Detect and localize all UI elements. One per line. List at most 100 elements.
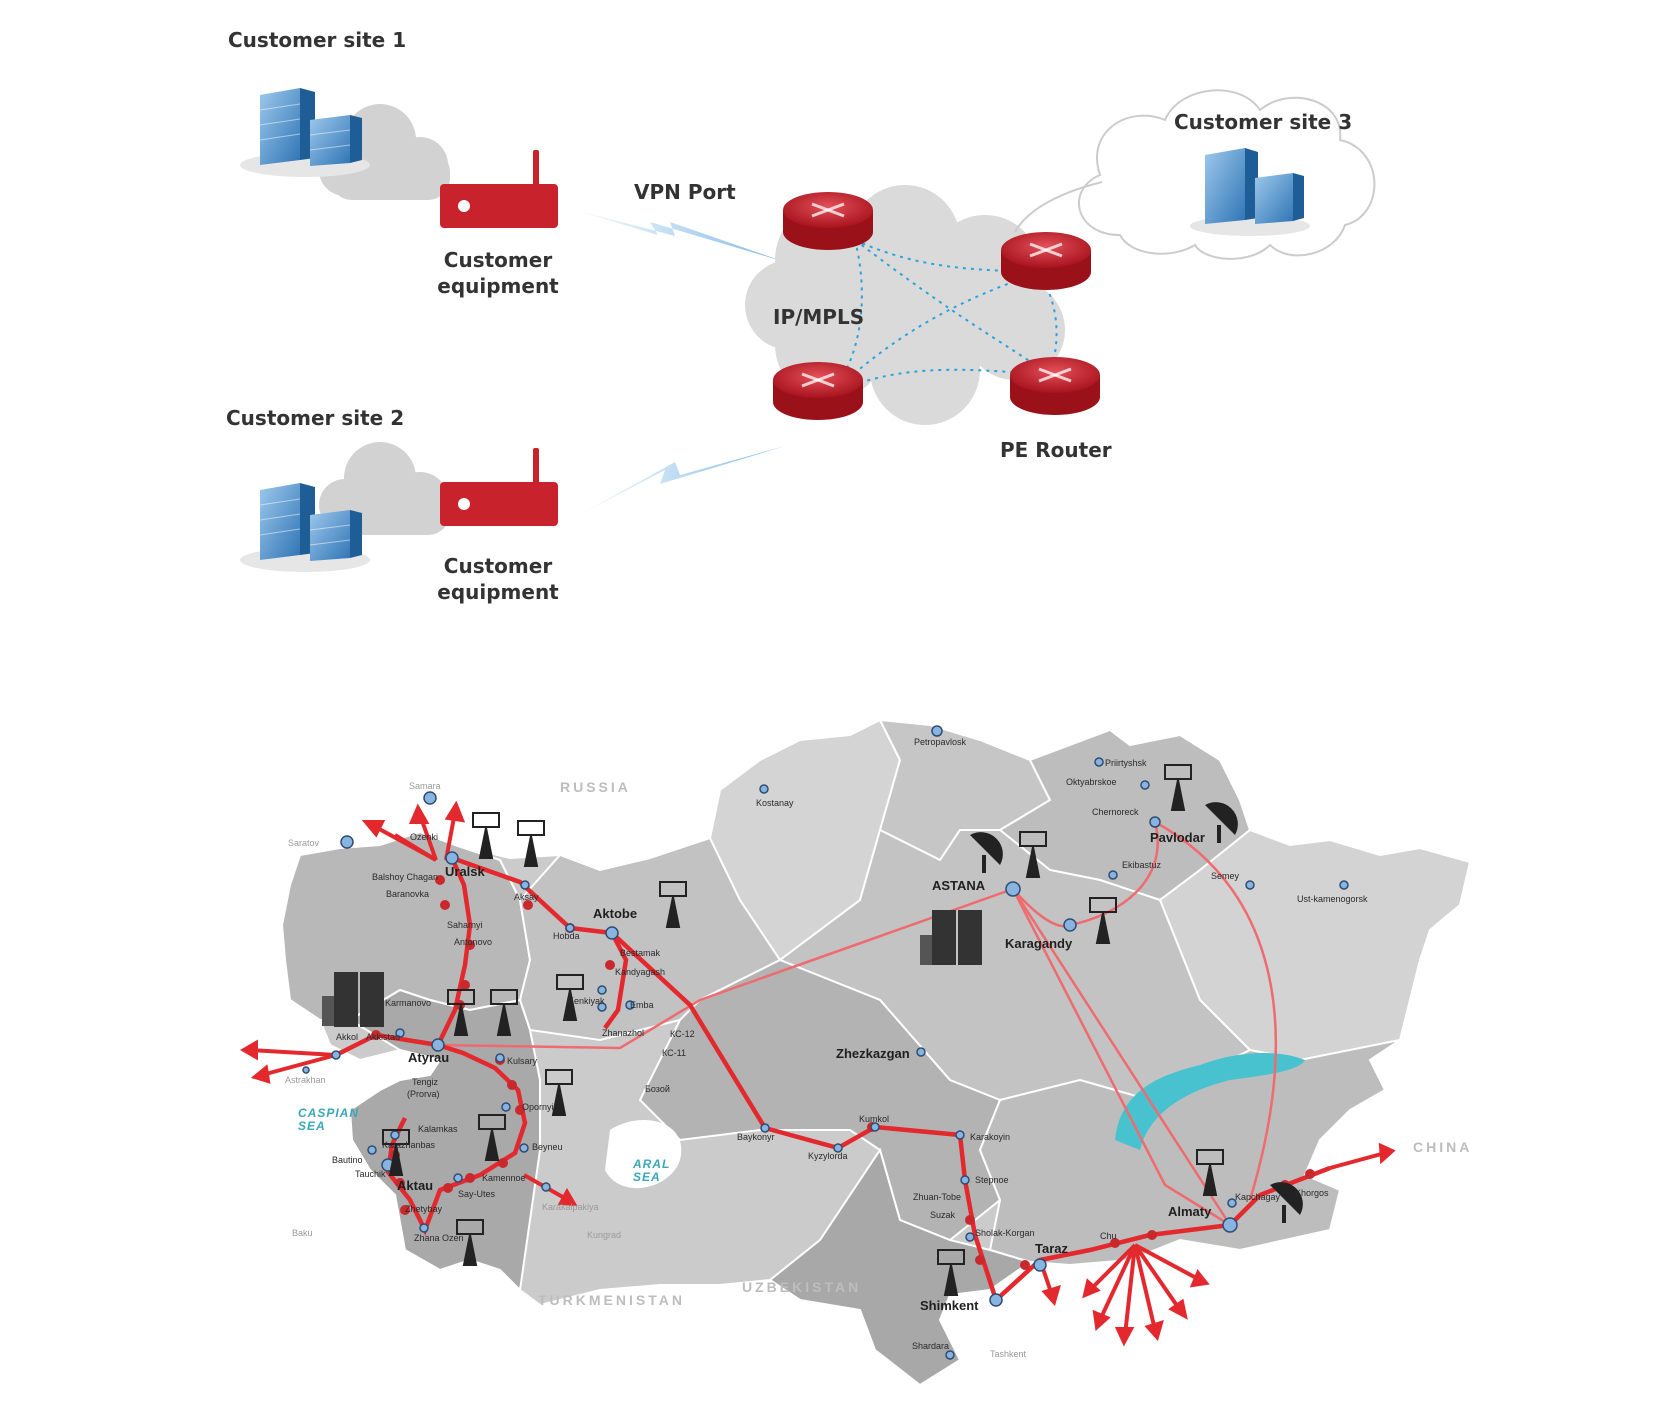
- server-rack-icon: [322, 910, 982, 1027]
- country-china: CHINA: [1413, 1139, 1472, 1155]
- city-antonovo: Antonovo: [454, 937, 492, 947]
- modem-icon: [440, 448, 558, 526]
- city-ekibastuz: Ekibastuz: [1122, 860, 1162, 870]
- city-baku: Baku: [292, 1228, 313, 1238]
- city-uralsk: Uralsk: [445, 864, 486, 879]
- modem-icon: [440, 150, 558, 228]
- city-sholak-korgan: Sholak-Korgan: [975, 1228, 1035, 1238]
- country-turkmenistan: TURKMENISTAN: [538, 1292, 685, 1308]
- sea-caspian-1: CASPIAN: [298, 1106, 359, 1120]
- city-zhuan-tobe: Zhuan-Tobe: [913, 1192, 961, 1202]
- customer-site-1-label: Customer site 1: [228, 28, 407, 52]
- city-kc11: КС-11: [662, 1048, 686, 1058]
- city-kumkol: Kumkol: [859, 1114, 889, 1124]
- city-samara: Samara: [409, 781, 441, 791]
- city-karagandy: Karagandy: [1005, 936, 1073, 951]
- city-tashkent: Tashkent: [990, 1349, 1027, 1359]
- city-astrakhan: Astrakhan: [285, 1075, 326, 1085]
- city-chernoreck: Chernoreck: [1092, 807, 1139, 817]
- router-icon: [1001, 232, 1091, 290]
- sea-aral-2: SEA: [633, 1170, 661, 1184]
- vpn-diagram-graphic: [240, 88, 1376, 572]
- aral-sea: [605, 1120, 682, 1189]
- customer-site-3-label: Customer site 3: [1174, 110, 1353, 134]
- customer-equipment-1-label: Customer equipment: [437, 248, 559, 298]
- city-kamennoe: Kamennoe: [482, 1173, 526, 1183]
- city-beyneu: Beyneu: [532, 1142, 563, 1152]
- city-aksay: Aksay: [514, 892, 539, 902]
- city-priirtyshsk: Priirtyshsk: [1105, 758, 1147, 768]
- city-kostanay: Kostanay: [756, 798, 794, 808]
- city-semey: Semey: [1211, 871, 1240, 881]
- city-kyzylorda: Kyzylorda: [808, 1151, 848, 1161]
- city-oktyabrskoe: Oktyabrskoe: [1066, 777, 1117, 787]
- city-khorgos: Khorgos: [1295, 1188, 1329, 1198]
- city-kandyagash: Kandyagash: [615, 967, 665, 977]
- city-saharnyi: Saharnyi: [447, 920, 483, 930]
- country-uzbekistan: UZBEKISTAN: [742, 1279, 861, 1295]
- sea-aral-1: ARAL: [632, 1157, 670, 1171]
- city-prorva: (Prorva): [407, 1089, 440, 1099]
- city-shardara: Shardara: [912, 1341, 949, 1351]
- city-taraz: Taraz: [1035, 1241, 1068, 1256]
- router-icon: [783, 192, 873, 250]
- city-atyrau: Atyrau: [408, 1050, 449, 1065]
- city-zhetybay: Zhetybay: [405, 1204, 443, 1214]
- city-saratov: Saratov: [288, 838, 320, 848]
- city-chu: Chu: [1100, 1231, 1117, 1241]
- city-karakoyin: Karakoyin: [970, 1132, 1010, 1142]
- building-icon: [240, 483, 370, 572]
- antenna-tower-icon: [382, 764, 1224, 1296]
- city-akkol: Akkol: [336, 1032, 358, 1042]
- sea-caspian-2: SEA: [298, 1119, 326, 1133]
- city-karakalpakiya: Karakalpakiya: [542, 1202, 599, 1212]
- city-aktau: Aktau: [397, 1178, 433, 1193]
- city-zhanazhol: Zhanazhol: [602, 1028, 644, 1038]
- city-karmanovo: Karmanovo: [385, 998, 431, 1008]
- building-icon: [1190, 148, 1310, 236]
- city-emba: Emba: [630, 1000, 654, 1010]
- city-ust-kamenogorsk: Ust-kamenogorsk: [1297, 894, 1368, 904]
- city-bestamak: Bestamak: [620, 948, 661, 958]
- city-hobda: Hobda: [553, 931, 580, 941]
- city-pavlodar: Pavlodar: [1150, 830, 1205, 845]
- city-kapchagay: Kapchagay: [1235, 1192, 1281, 1202]
- satellite-dish-icon: [970, 802, 1303, 1223]
- city-kulsary: Kulsary: [507, 1056, 538, 1066]
- city-kenkiyak: Kenkiyak: [568, 996, 605, 1006]
- city-baranovka: Baranovka: [386, 889, 429, 899]
- router-icon: [773, 362, 863, 420]
- city-opornyi: Opornyi: [522, 1102, 554, 1112]
- lake-balkhash: [1115, 1053, 1305, 1150]
- city-kalamkas: Kalamkas: [418, 1124, 458, 1134]
- city-stepnoe: Stepnoe: [975, 1175, 1009, 1185]
- city-tauchik: Tauchik: [355, 1169, 386, 1179]
- city-baykonyr: Baykonyr: [737, 1132, 775, 1142]
- city-zhana-ozen: Zhana Ozen: [414, 1233, 464, 1243]
- city-bautino: Bautino: [332, 1155, 363, 1165]
- router-icon: [1010, 357, 1100, 415]
- customer-equipment-2-label: Customer equipment: [437, 554, 559, 604]
- city-sayutes: Say-Utes: [458, 1189, 496, 1199]
- ip-mpls-label: IP/MPLS: [773, 305, 865, 329]
- city-ozenki: Ozenki: [410, 832, 438, 842]
- country-russia: RUSSIA: [560, 779, 631, 795]
- city-balshoy-chagan: Balshoy Chagan: [372, 872, 438, 882]
- city-petropavlosk: Petropavlosk: [914, 737, 967, 747]
- city-aktobe: Aktobe: [593, 906, 637, 921]
- city-akkistau: Akkistau: [366, 1032, 400, 1042]
- pe-router-label: PE Router: [1000, 438, 1112, 462]
- vpn-port-label: VPN Port: [634, 180, 736, 204]
- city-shimkent: Shimkent: [920, 1298, 979, 1313]
- city-kungrad: Kungrad: [587, 1230, 621, 1240]
- city-karazhanbas: Karazhanbas: [382, 1140, 436, 1150]
- city-kc12: КС-12: [670, 1029, 695, 1039]
- building-icon: [240, 88, 370, 177]
- customer-site-2-label: Customer site 2: [226, 406, 405, 430]
- city-tengiz: Tengiz: [412, 1077, 439, 1087]
- city-astana: ASTANA: [932, 878, 986, 893]
- city-markers: [302, 725, 1349, 1360]
- city-zhezkazgan: Zhezkazgan: [836, 1046, 910, 1061]
- city-almaty: Almaty: [1168, 1204, 1212, 1219]
